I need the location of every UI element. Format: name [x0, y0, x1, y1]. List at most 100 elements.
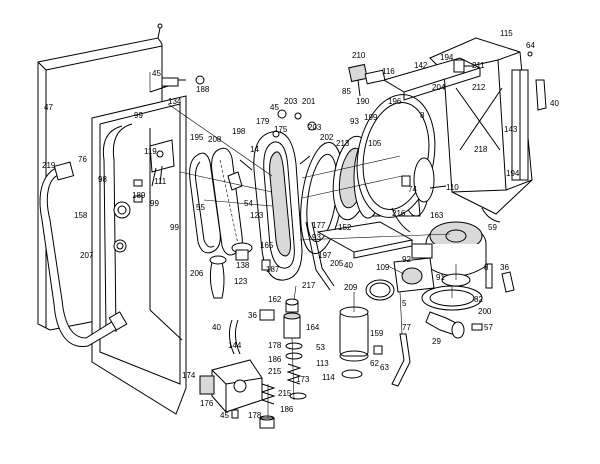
elbow-29: [425, 311, 465, 339]
callout-186: 186: [268, 355, 282, 364]
callout-105: 105: [368, 139, 382, 148]
callout-162: 162: [268, 295, 282, 304]
callout-187: 187: [266, 265, 280, 274]
callout-176: 176: [200, 399, 214, 408]
callout-218: 218: [474, 145, 488, 154]
callout-188: 188: [196, 85, 210, 94]
callout-201: 201: [302, 97, 316, 106]
callout-198: 198: [232, 127, 246, 136]
callout-207: 207: [80, 251, 94, 260]
clip-187: [261, 259, 271, 271]
electrode-134: [149, 72, 205, 93]
callout-36-center: 36: [248, 311, 257, 320]
washer-186: [285, 352, 303, 360]
callout-115: 115: [500, 29, 513, 38]
callout-211: 211: [472, 61, 485, 70]
callout-62: 62: [370, 359, 379, 368]
callout-189: 189: [132, 191, 146, 200]
o-ring-114: [341, 369, 363, 379]
leader-lines: [167, 103, 457, 418]
callout-40-mid: 40: [344, 261, 353, 270]
callout-labels: 47 99 45 134 188 219 76 98 119 111 189 9…: [42, 29, 559, 420]
callout-59: 59: [488, 223, 497, 232]
bracket-119: [149, 139, 175, 187]
callout-204: 204: [432, 83, 446, 92]
callout-74: 74: [408, 185, 417, 194]
callout-40-right: 40: [550, 99, 559, 108]
callout-92: 92: [402, 255, 411, 264]
sensor-211: [453, 59, 474, 73]
fitting-138: [231, 242, 253, 261]
tube-177: [305, 221, 335, 291]
callout-114: 114: [322, 373, 335, 382]
sensor-bracket-210: [348, 63, 386, 97]
spring-215: [286, 363, 302, 385]
screw-45-bottom: [231, 409, 239, 419]
callout-190: 190: [356, 97, 370, 106]
callout-109: 109: [376, 263, 390, 272]
pipe-40-center: [228, 319, 241, 355]
callout-179: 179: [256, 117, 270, 126]
callout-163: 163: [430, 211, 444, 220]
fitting-62: [373, 345, 383, 355]
elbow-36-right: [501, 271, 515, 293]
callout-99-mid: 99: [150, 199, 159, 208]
callout-113: 113: [316, 359, 329, 368]
callout-82: 82: [474, 295, 483, 304]
callout-77: 77: [402, 323, 411, 332]
callout-186-b: 186: [280, 405, 294, 414]
pipe-8-right: [485, 263, 493, 289]
callout-165: 165: [260, 241, 274, 250]
callout-63: 63: [380, 363, 389, 372]
callout-91: 91: [436, 273, 445, 282]
venturi-92: [393, 257, 435, 293]
callout-85: 85: [342, 87, 351, 96]
callout-123-b: 123: [234, 277, 248, 286]
combustion-panel-195: [189, 147, 243, 256]
callout-47: 47: [44, 103, 53, 112]
callout-159: 159: [370, 329, 384, 338]
callout-54: 54: [244, 199, 253, 208]
fitting-162: [285, 298, 299, 313]
callout-138: 138: [236, 261, 250, 270]
callout-196: 196: [388, 97, 402, 106]
callout-152: 152: [338, 223, 352, 232]
callout-212: 212: [472, 83, 486, 92]
callout-8-right: 8: [484, 263, 489, 272]
callout-57: 57: [484, 323, 493, 332]
callout-45: 45: [152, 69, 161, 78]
callout-93: 93: [350, 117, 359, 126]
callout-116: 116: [382, 67, 395, 76]
callout-158: 158: [74, 211, 88, 220]
flange-110: [413, 157, 447, 203]
callout-194: 194: [440, 53, 454, 62]
callout-208: 208: [208, 135, 222, 144]
pipe-207: [39, 161, 128, 347]
heat-exchanger-14: [239, 131, 311, 281]
callout-29: 29: [432, 337, 441, 346]
elbow-36-center: [259, 309, 275, 321]
callout-55: 55: [196, 203, 205, 212]
callout-197: 197: [318, 251, 332, 260]
valve-body-164: [283, 312, 301, 339]
callout-177: 177: [312, 221, 326, 230]
callout-195: 195: [190, 133, 204, 142]
fitting-57: [471, 323, 483, 331]
callout-215-b: 215: [278, 389, 292, 398]
callout-14: 14: [250, 145, 259, 154]
callout-174: 174: [182, 371, 196, 380]
callout-123: 123: [250, 211, 264, 220]
callout-194-b: 194: [506, 169, 520, 178]
callout-99: 99: [134, 111, 143, 120]
callout-111: 111: [154, 177, 167, 186]
callout-199: 199: [364, 113, 378, 122]
pipe-40-right: [527, 51, 547, 111]
rear-frame-115: [429, 37, 533, 215]
callout-98: 98: [98, 175, 107, 184]
callout-205: 205: [330, 259, 344, 268]
pipe-77: [391, 333, 411, 387]
callout-99-low: 99: [170, 223, 179, 232]
tube-216: [391, 207, 411, 233]
